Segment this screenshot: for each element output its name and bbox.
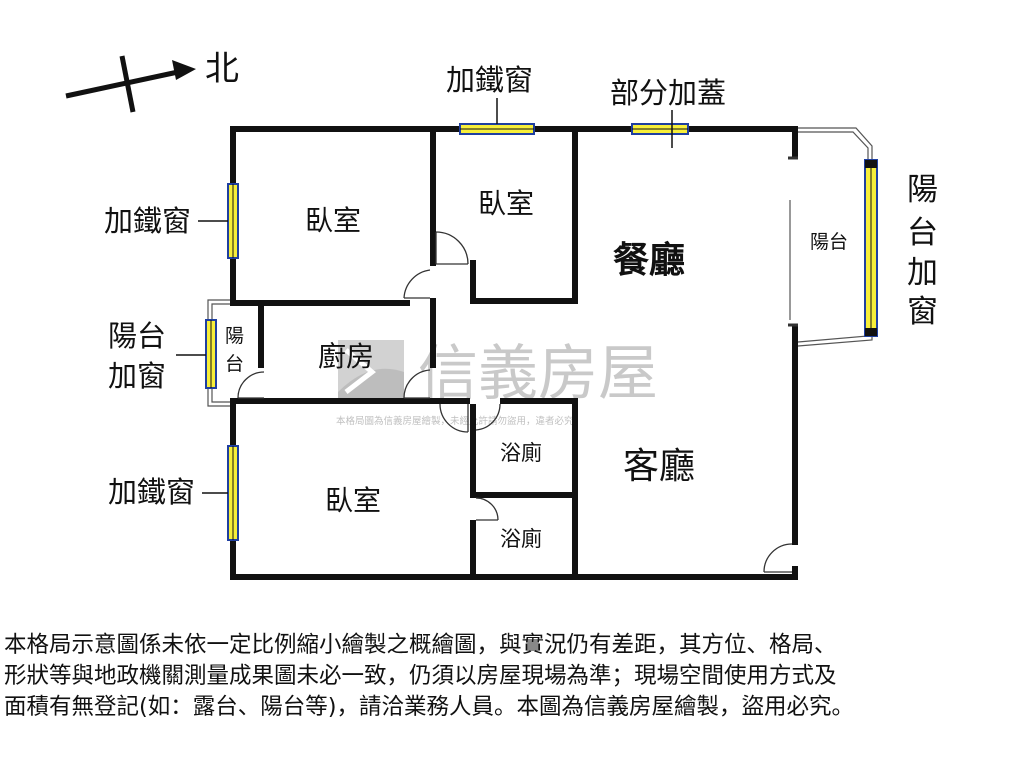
callout-balcony-window-right-2: 台	[907, 215, 938, 251]
callout-balcony-window-right-1: 陽	[907, 172, 938, 208]
iron-window-left-bottom	[227, 445, 239, 541]
callout-iron-window-left-top: 加鐵窗	[104, 204, 191, 238]
room-labels: 臥室 臥室 餐廳 廚房 客廳 臥室 浴廁 浴廁 陽台 陽 台	[225, 187, 848, 551]
watermark-notice: 本格局圖為信義房屋繪製，未經允許請勿盜用，違者必究	[336, 415, 574, 427]
room-balcony-east: 陽台	[810, 231, 848, 253]
disclaimer: 本格局示意圖係未依一定比例縮小繪製之概繪圖，與實況仍有差距，其方位、格局、 形狀…	[4, 630, 1020, 723]
door-east-balcony	[788, 156, 798, 327]
watermark-logo-icon	[338, 340, 404, 402]
callout-iron-window-left-bottom: 加鐵窗	[108, 475, 195, 509]
door-left-bedroom	[403, 269, 431, 299]
doors	[237, 156, 798, 573]
iron-window-top	[459, 123, 535, 135]
floor-plan: 北 信義房屋 本格局圖為信義房屋繪製，未經允許請勿盜用，違者必究	[65, 49, 938, 580]
compass-north-label: 北	[205, 49, 239, 89]
room-balcony-west-line2: 台	[225, 353, 244, 375]
windows	[205, 123, 878, 541]
callout-balcony-window-left-line1: 陽台	[108, 319, 166, 353]
door-bottom-bedroom	[439, 403, 501, 433]
watermark: 信義房屋 本格局圖為信義房屋繪製，未經允許請勿盜用，違者必究	[336, 339, 658, 427]
room-bedroom-top-middle: 臥室	[478, 187, 534, 220]
callout-iron-window-top: 加鐵窗	[446, 63, 533, 97]
door-entrance	[763, 543, 793, 573]
room-bath-lower: 浴廁	[500, 527, 542, 551]
disclaimer-line-3: 面積有無登記(如：露台、陽台等)，請洽業務人員。本圖為信義房屋繪製，盜用必究。	[4, 694, 855, 720]
door-top-middle-bedroom	[435, 231, 469, 265]
callouts: 加鐵窗 部分加蓋 加鐵窗 陽台 加窗 加鐵窗 陽 台 加 窗	[104, 63, 938, 509]
partial-addition-window	[631, 123, 689, 135]
door-west-balcony	[237, 371, 265, 399]
callout-balcony-window-left-line2: 加窗	[108, 359, 166, 393]
callout-balcony-window-right-4: 窗	[907, 294, 938, 330]
room-bath-upper: 浴廁	[500, 441, 542, 465]
compass: 北	[65, 49, 239, 113]
disclaimer-line-1: 本格局示意圖係未依一定比例縮小繪製之概繪圖，與實況仍有差距，其方位、格局、	[4, 632, 837, 658]
room-dining: 餐廳	[613, 239, 685, 281]
room-balcony-west-line1: 陽	[225, 325, 244, 347]
door-kitchen	[403, 369, 431, 399]
door-lower-bath	[475, 497, 499, 521]
callout-balcony-window-right-3: 加	[907, 255, 938, 291]
balcony-window-right	[864, 159, 878, 337]
watermark-brand: 信義房屋	[418, 339, 658, 409]
room-bedroom-bottom: 臥室	[325, 484, 381, 517]
room-kitchen: 廚房	[318, 340, 374, 373]
room-bedroom-top-left: 臥室	[305, 204, 361, 237]
callout-partial-addition: 部分加蓋	[610, 76, 726, 110]
balcony-window-left	[205, 319, 217, 389]
iron-window-left-top	[227, 183, 239, 259]
room-living: 客廳	[623, 446, 695, 487]
disclaimer-line-2: 形狀等與地政機關測量成果圖未必一致，仍須以房屋現場為準；現場空間使用方式及	[4, 663, 837, 689]
